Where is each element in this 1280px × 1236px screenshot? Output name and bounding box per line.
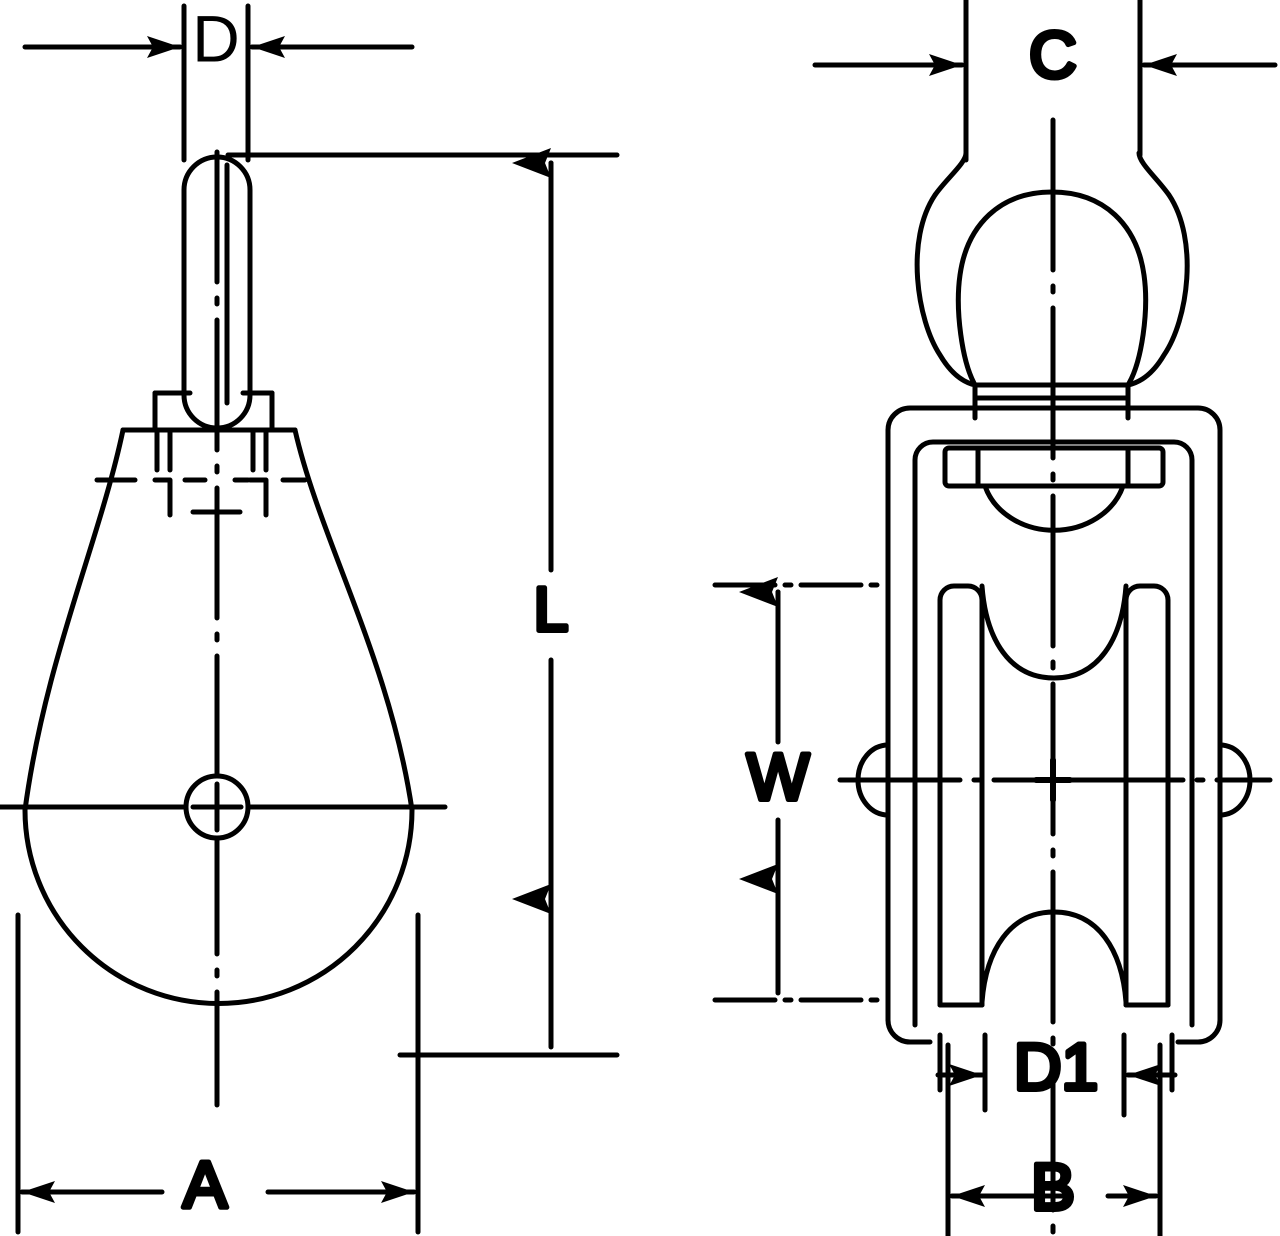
shell-right-side — [292, 427, 415, 813]
dimension-L: L — [225, 148, 620, 1058]
side-axle-pin — [183, 773, 251, 841]
dimension-B: B — [945, 1042, 1163, 1236]
sheave-groove-arc-top — [979, 583, 1129, 681]
outer-strap-bottom-right — [1175, 1017, 1223, 1045]
dim-D1-label: D1 — [1014, 1029, 1098, 1103]
dimension-C: C — [812, 0, 1278, 163]
rivet-detail-right — [247, 477, 269, 518]
dim-C-label: C — [1029, 17, 1077, 91]
dim-W-label: W — [747, 739, 810, 813]
dim-D-label: D — [192, 1, 240, 75]
front-view-group: C — [712, 0, 1278, 1236]
dim-A-label: A — [183, 1147, 227, 1221]
dim-B-label: B — [1031, 1149, 1075, 1223]
side-rivet-details — [94, 429, 308, 518]
shell-left-side — [22, 427, 126, 813]
side-view-group: L A — [0, 3, 620, 1235]
dimension-D — [22, 3, 415, 163]
front-horizontal-centerline — [837, 757, 1273, 803]
dimension-D1: D1 — [935, 1027, 1178, 1118]
dimension-W: W — [712, 577, 883, 1003]
outer-strap-bottom-left — [885, 1017, 933, 1045]
dim-L-label: L — [534, 575, 568, 644]
rivet-detail-left — [152, 477, 173, 518]
dimension-A: A — [15, 912, 421, 1235]
